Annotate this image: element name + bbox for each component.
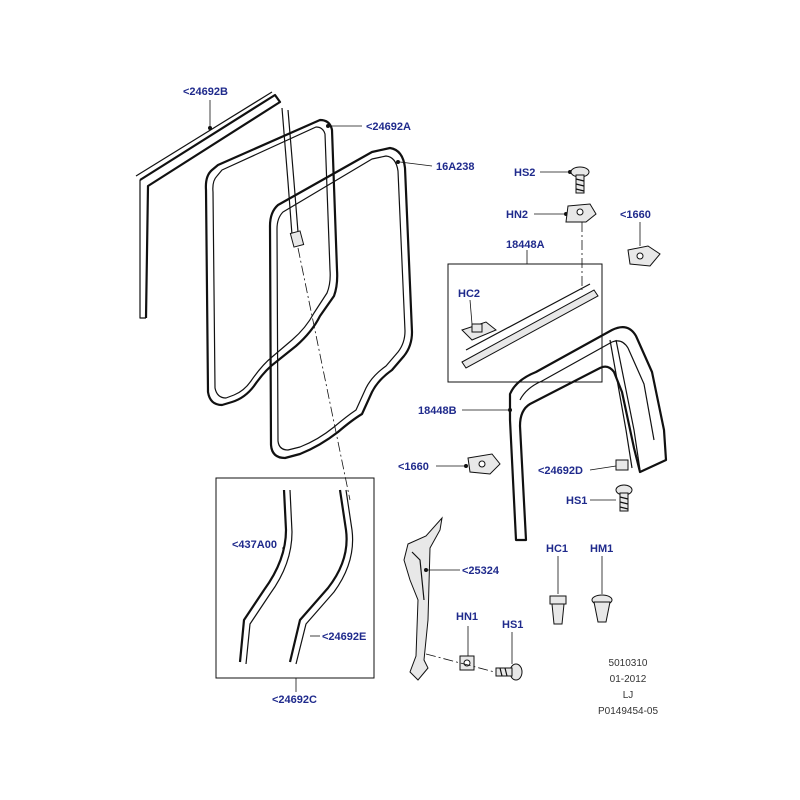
screw-hs1-bottom [495,632,523,681]
screw-hs2 [540,166,590,194]
label-hs1-right: HS1 [566,495,587,507]
label-hc1: HC1 [546,543,568,555]
footer-line-1: 5010310 [609,658,648,669]
channel-18448b [508,325,668,542]
label-hs2: HS2 [514,167,535,179]
nut-hm1 [591,556,613,623]
clip-1660-top [627,222,661,267]
label-437a00: <437A00 [232,539,277,551]
clip-1660-mid [436,453,501,475]
label-24692a: <24692A [366,121,411,133]
box-18448a [447,250,603,383]
seal-16a238 [268,146,414,460]
label-18448a: 18448A [506,239,545,251]
label-16a238: 16A238 [436,161,475,173]
nut-hn1 [459,626,475,671]
label-24692e: <24692E [322,631,366,643]
label-1660-top: <1660 [620,209,651,221]
centerline-seals [297,247,351,501]
footer-info: 5010310 01-2012 LJ P0149454-05 [598,658,658,717]
box-24692c [215,477,375,692]
label-24692d: <24692D [538,465,583,477]
screw-hs1-right [590,484,633,512]
seal-24692b [135,91,282,319]
clip-hn2 [534,203,597,223]
label-1660-mid: <1660 [398,461,429,473]
footer-line-4: P0149454-05 [598,706,658,717]
label-hc2: HC2 [458,288,480,300]
label-hm1: HM1 [590,543,613,555]
label-24692c: <24692C [272,694,317,706]
label-hn1: HN1 [456,611,478,623]
label-24692b: <24692B [183,86,228,98]
clip-hc1 [549,556,567,625]
label-25324: <25324 [462,565,500,577]
label-hn2: HN2 [506,209,528,221]
label-18448b: 18448B [418,405,457,417]
footer-line-3: LJ [623,690,634,701]
label-hs1-bottom: HS1 [502,619,523,631]
seal-24692d [589,459,629,471]
leaders-top [208,100,433,167]
footer-line-2: 01-2012 [610,674,647,685]
bracket-25324 [403,516,443,681]
